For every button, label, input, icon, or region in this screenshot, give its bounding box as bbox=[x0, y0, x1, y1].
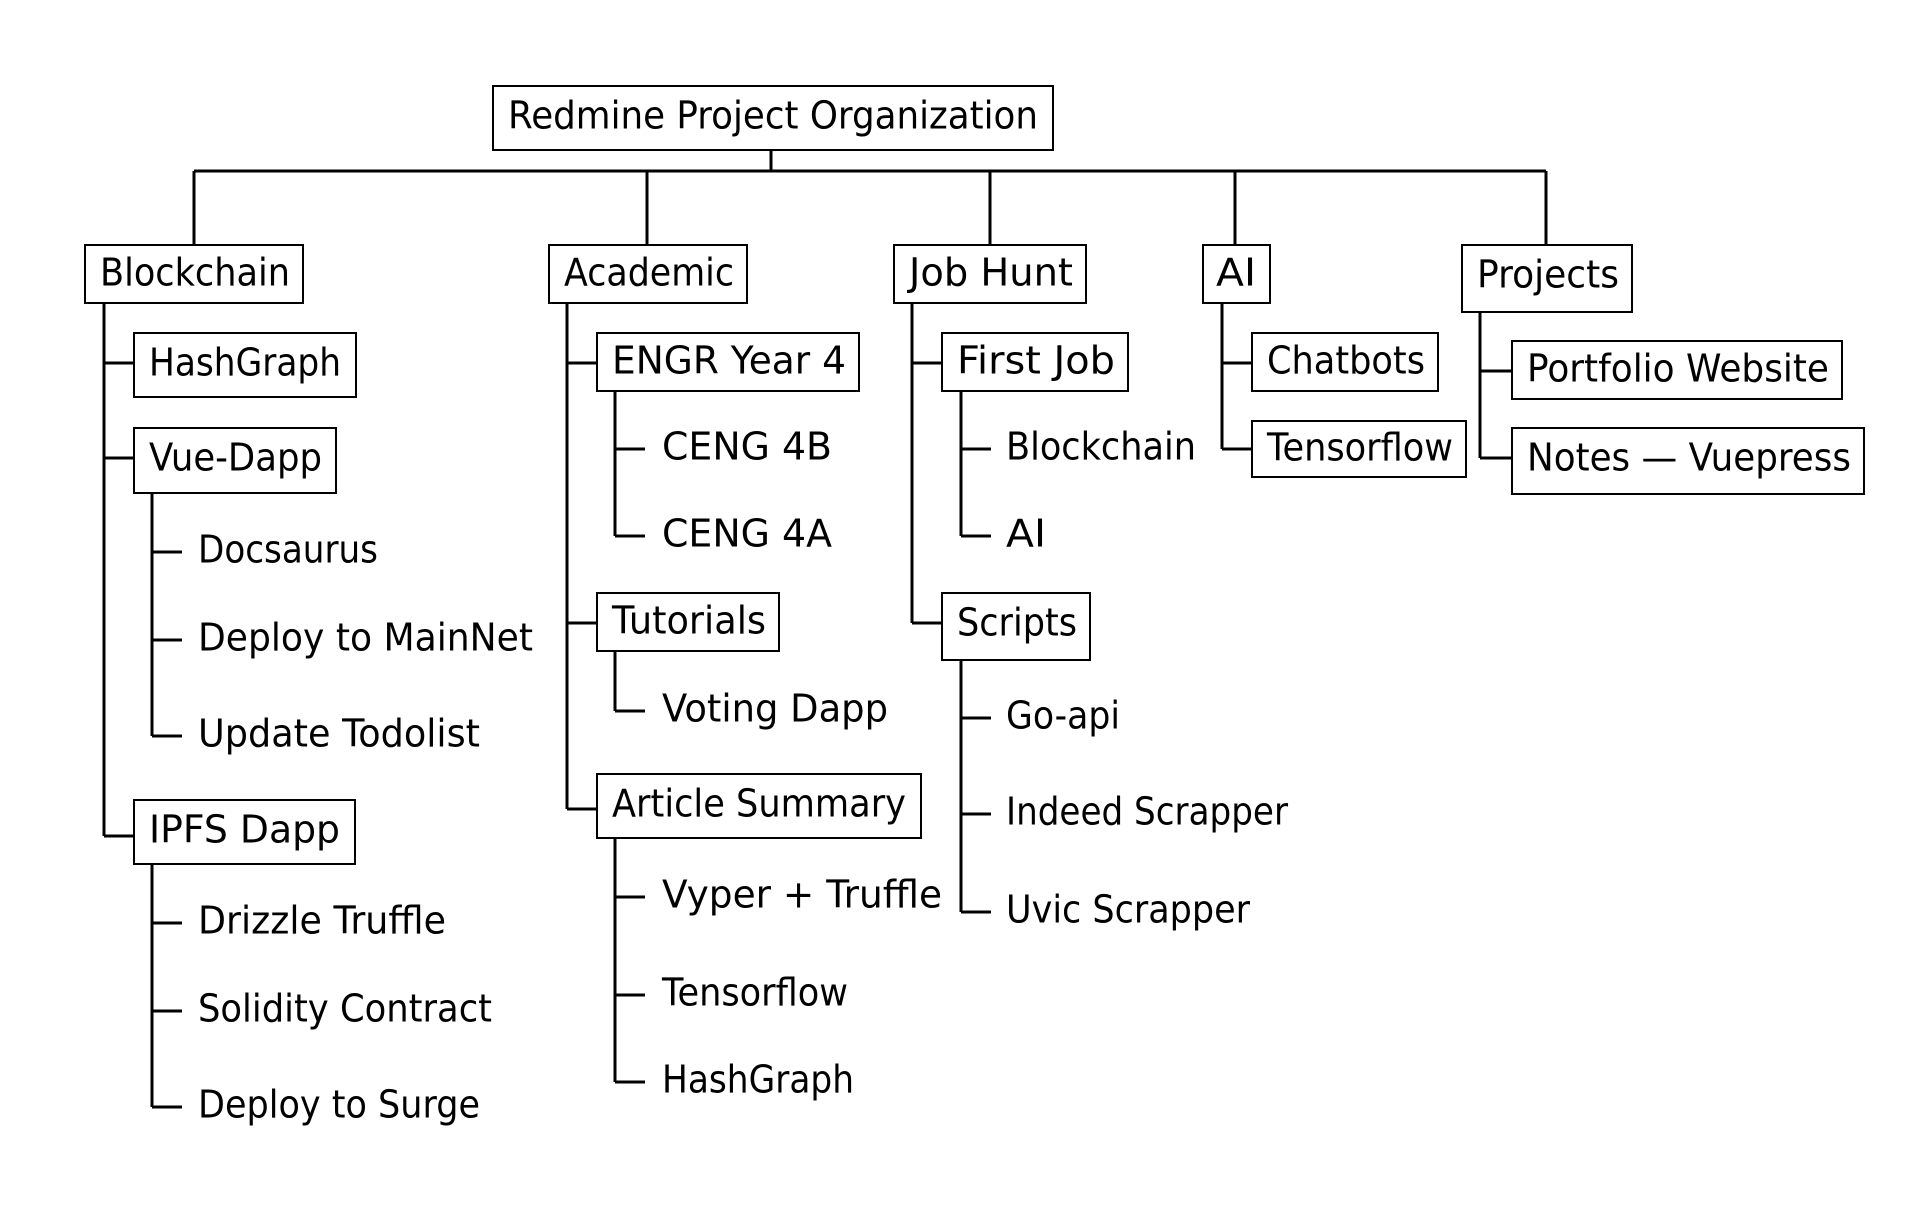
leaf-ceng-4b: CENG 4B bbox=[662, 425, 832, 469]
node-ai-tensorflow-label: Tensorflow bbox=[1266, 426, 1453, 470]
leaf-academic-hashgraph: HashGraph bbox=[662, 1058, 854, 1102]
node-ai-label: AI bbox=[1216, 251, 1256, 295]
node-tutorials: Tutorials bbox=[596, 592, 780, 652]
leaf-voting-dapp: Voting Dapp bbox=[662, 687, 888, 731]
node-projects: Projects bbox=[1461, 244, 1633, 313]
root-label: Redmine Project Organization bbox=[508, 94, 1038, 138]
leaf-drizzle-truffle: Drizzle Truffle bbox=[198, 899, 446, 943]
node-blockchain: Blockchain bbox=[84, 244, 304, 304]
node-academic: Academic bbox=[548, 244, 748, 304]
leaf-vyper-truffle: Vyper + Truffle bbox=[662, 873, 942, 917]
leaf-indeed-scrapper: Indeed Scrapper bbox=[1006, 790, 1288, 834]
node-engr-year-4-label: ENGR Year 4 bbox=[612, 339, 846, 383]
leaf-job-blockchain: Blockchain bbox=[1006, 425, 1196, 469]
leaf-solidity-contract: Solidity Contract bbox=[198, 987, 492, 1031]
leaf-deploy-to-mainnet: Deploy to MainNet bbox=[198, 616, 533, 660]
leaf-uvic-scrapper: Uvic Scrapper bbox=[1006, 888, 1250, 932]
node-hashgraph-label: HashGraph bbox=[149, 341, 341, 385]
node-article-summary-label: Article Summary bbox=[612, 782, 906, 826]
node-ipfs-dapp-label: IPFS Dapp bbox=[149, 808, 340, 852]
node-blockchain-label: Blockchain bbox=[100, 251, 290, 295]
node-article-summary: Article Summary bbox=[596, 773, 922, 839]
node-chatbots-label: Chatbots bbox=[1267, 339, 1425, 383]
leaf-job-ai: AI bbox=[1006, 512, 1046, 556]
node-portfolio-website: Portfolio Website bbox=[1511, 340, 1843, 400]
node-ai-tensorflow: Tensorflow bbox=[1251, 420, 1467, 478]
leaf-deploy-to-surge: Deploy to Surge bbox=[198, 1083, 480, 1127]
node-vue-dapp-label: Vue-Dapp bbox=[149, 436, 322, 480]
leaf-ceng-4a: CENG 4A bbox=[662, 512, 832, 556]
node-first-job-label: First Job bbox=[957, 339, 1115, 383]
node-job-hunt-label: Job Hunt bbox=[907, 251, 1073, 295]
node-scripts: Scripts bbox=[941, 592, 1091, 661]
node-engr-year-4: ENGR Year 4 bbox=[596, 332, 860, 392]
node-academic-label: Academic bbox=[564, 251, 734, 295]
node-scripts-label: Scripts bbox=[957, 601, 1077, 645]
leaf-docsaurus: Docsaurus bbox=[198, 528, 378, 572]
leaf-go-api: Go-api bbox=[1006, 694, 1120, 738]
leaf-academic-tensorflow: Tensorflow bbox=[661, 971, 848, 1015]
node-tutorials-label: Tutorials bbox=[611, 599, 766, 643]
node-job-hunt: Job Hunt bbox=[893, 244, 1087, 304]
node-ai: AI bbox=[1202, 244, 1271, 304]
leaf-update-todolist: Update Todolist bbox=[198, 712, 480, 756]
node-vue-dapp: Vue-Dapp bbox=[133, 427, 337, 494]
node-notes-vuepress-label: Notes — Vuepress bbox=[1527, 436, 1851, 480]
node-notes-vuepress: Notes — Vuepress bbox=[1511, 427, 1865, 495]
node-ipfs-dapp: IPFS Dapp bbox=[133, 799, 356, 865]
node-first-job: First Job bbox=[941, 332, 1129, 392]
node-chatbots: Chatbots bbox=[1251, 332, 1439, 392]
node-hashgraph: HashGraph bbox=[133, 332, 357, 398]
connector-lines bbox=[102, 150, 1548, 1109]
node-portfolio-website-label: Portfolio Website bbox=[1527, 347, 1829, 391]
root-node: Redmine Project Organization bbox=[492, 85, 1054, 151]
node-projects-label: Projects bbox=[1477, 253, 1619, 297]
